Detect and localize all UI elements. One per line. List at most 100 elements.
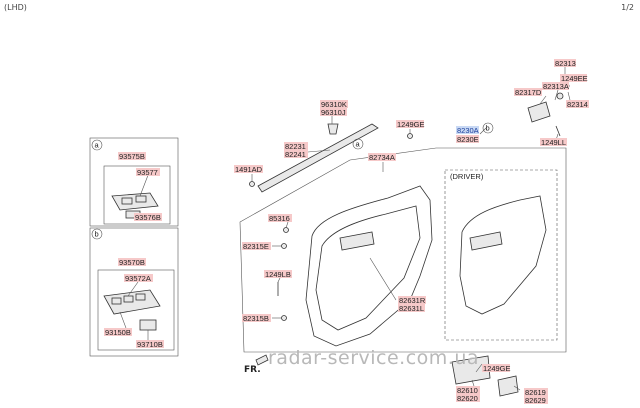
switch-b-key-2 bbox=[123, 295, 134, 303]
page-indicator: 1/2 bbox=[621, 3, 634, 12]
label-93150b-bg bbox=[104, 328, 132, 336]
label-82631l-bg bbox=[398, 304, 425, 312]
label-1249ge-bot: 1249GE bbox=[483, 364, 511, 373]
clip-82315b bbox=[281, 315, 287, 321]
label-93576b: 93576B bbox=[135, 213, 161, 222]
label-93577: 93577 bbox=[137, 168, 158, 177]
label-82315b: 82315B bbox=[243, 314, 269, 323]
leader-82317d bbox=[539, 95, 547, 105]
switch-b-key-1 bbox=[111, 297, 122, 305]
label-82314: 82314 bbox=[567, 100, 588, 109]
label-96310j-bg bbox=[320, 108, 347, 116]
header-lhd: (LHD) bbox=[4, 3, 27, 12]
callout-a-circle bbox=[352, 138, 364, 150]
label-1249lb: 1249LB bbox=[265, 270, 291, 279]
label-93575b: 93575B bbox=[119, 152, 145, 161]
label-1249ee: 1249EE bbox=[561, 74, 588, 83]
handle-cap bbox=[556, 92, 564, 100]
leader-1249ge-bot bbox=[475, 363, 483, 373]
door-trim-inner bbox=[315, 205, 421, 331]
label-96310j: 96310J bbox=[321, 108, 346, 117]
screw-1249ll bbox=[555, 125, 561, 137]
label-93576b-bg bbox=[134, 213, 162, 221]
label-1249ge-top-bg bbox=[396, 120, 424, 128]
leader-82631 bbox=[369, 257, 397, 301]
door-trim-assembly: (DRIVER) bbox=[239, 123, 567, 353]
leader-82610 bbox=[471, 379, 475, 387]
label-82315e-bg bbox=[242, 242, 271, 250]
inset-a-callout: a bbox=[95, 141, 100, 150]
label-93570b: 93570B bbox=[119, 258, 145, 267]
leader-1249lb bbox=[277, 277, 281, 283]
label-93572a: 93572A bbox=[125, 274, 151, 283]
label-82315b-bg bbox=[242, 314, 271, 322]
label-82241-bg bbox=[284, 150, 308, 158]
leader-93572a bbox=[127, 281, 139, 297]
label-8230a-bg bbox=[456, 126, 479, 134]
leader-lines bbox=[119, 67, 571, 391]
label-82734a: 82734A bbox=[369, 153, 395, 162]
inside-handle bbox=[527, 101, 551, 123]
label-82619-bg bbox=[524, 388, 548, 396]
driver-trim-panel bbox=[459, 195, 547, 315]
label-82313-bg bbox=[554, 59, 576, 67]
fr-arrow bbox=[255, 354, 269, 366]
label-1249ll-bg bbox=[540, 138, 567, 146]
label-82313a-bg bbox=[542, 82, 569, 90]
inset-b-callout: b bbox=[95, 230, 99, 239]
label-82231-bg bbox=[284, 142, 308, 150]
leader-82313a bbox=[554, 89, 559, 101]
switch-a-key-1 bbox=[121, 197, 133, 205]
direction-label: FR. bbox=[244, 365, 261, 375]
label-82241: 82241 bbox=[285, 150, 306, 159]
inset-b-detail-frame bbox=[97, 269, 175, 351]
label-82313a: 82313A bbox=[543, 82, 569, 91]
label-1249ll: 1249LL bbox=[541, 138, 566, 147]
label-93710b: 93710B bbox=[137, 340, 163, 349]
label-82631l: 82631L bbox=[399, 304, 424, 313]
label-82313: 82313 bbox=[555, 59, 576, 68]
inset-a-frame bbox=[89, 137, 179, 227]
inset-b-frame bbox=[89, 227, 179, 357]
label-8230e: 8230E bbox=[457, 135, 479, 144]
driver-switch-bezel bbox=[469, 231, 503, 251]
label-96310k: 96310K bbox=[321, 100, 347, 109]
label-96310k-bg bbox=[320, 100, 348, 108]
label-82314-bg bbox=[566, 100, 589, 108]
label-93577-bg bbox=[136, 168, 160, 176]
label-82631r: 82631R bbox=[399, 296, 426, 305]
driver-box bbox=[444, 169, 558, 341]
label-85316-bg bbox=[268, 214, 292, 222]
callout-b-circle bbox=[482, 122, 494, 134]
label-82629: 82629 bbox=[525, 396, 546, 405]
driver-box-title: (DRIVER) bbox=[450, 172, 484, 181]
belt-moulding bbox=[257, 123, 379, 193]
speaker-96310 bbox=[327, 123, 339, 135]
label-93572a-bg bbox=[124, 274, 153, 282]
callout-a: a bbox=[356, 140, 361, 149]
label-1249lb-bg bbox=[264, 270, 292, 278]
switch-a-key-2 bbox=[135, 195, 147, 203]
label-1249ge-top: 1249GE bbox=[397, 120, 425, 129]
label-82610-bg bbox=[456, 386, 480, 394]
leader-93150b bbox=[119, 311, 127, 329]
leader-82314 bbox=[567, 91, 571, 101]
label-82620: 82620 bbox=[457, 394, 478, 403]
label-82317d: 82317D bbox=[515, 88, 542, 97]
label-93570b-bg bbox=[118, 258, 146, 266]
label-82620-bg bbox=[456, 394, 480, 402]
switch-b-key-3 bbox=[135, 293, 146, 301]
window-switch-a bbox=[111, 192, 159, 211]
label-82619: 82619 bbox=[525, 388, 546, 397]
label-8230a: 8230A bbox=[457, 126, 479, 135]
label-85316: 85316 bbox=[269, 214, 290, 223]
cover-82619 bbox=[497, 375, 519, 397]
label-8230e-bg bbox=[456, 135, 479, 143]
label-93150b: 93150B bbox=[105, 328, 131, 337]
label-82734a-bg bbox=[368, 153, 396, 161]
leader-82231 bbox=[307, 149, 331, 153]
inset-b-callout-circle bbox=[91, 228, 103, 240]
right-hardware: b a FR. bbox=[244, 83, 570, 397]
label-82629-bg bbox=[524, 396, 548, 404]
